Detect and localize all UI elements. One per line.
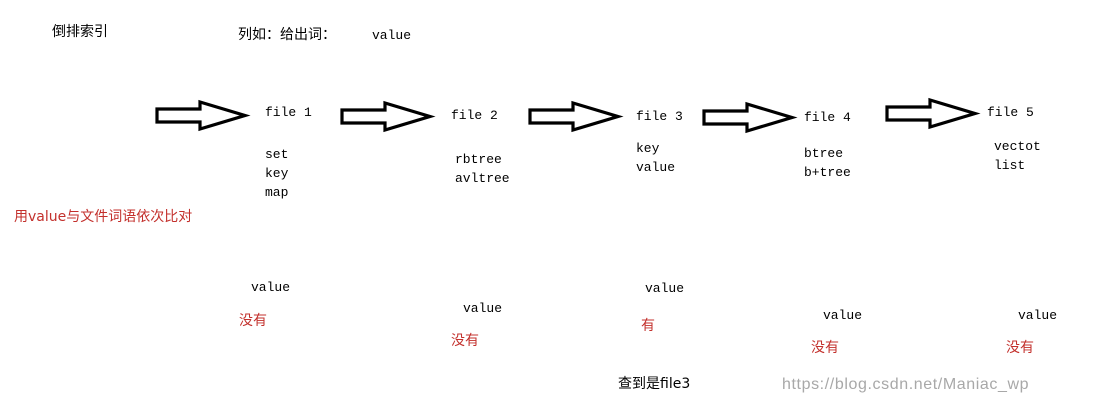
- arrow-to-file-2: [340, 100, 436, 133]
- arrow-to-file-4: [702, 101, 798, 134]
- file-5-name: file 5: [987, 105, 1034, 120]
- file-1-name: file 1: [265, 105, 312, 120]
- file-2-query: value: [463, 301, 503, 316]
- file-5-query: value: [1018, 308, 1058, 323]
- file-2-result: 没有: [451, 333, 479, 349]
- arrow-to-file-5: [885, 97, 981, 130]
- arrow-to-file-1: [155, 99, 251, 132]
- file-2-name: file 2: [451, 108, 498, 123]
- file-1-result: 没有: [239, 313, 267, 329]
- file-5-result: 没有: [1006, 340, 1034, 356]
- file-4-result: 没有: [811, 340, 839, 356]
- file-1-word: key: [265, 166, 289, 181]
- file-2-word: avltree: [455, 171, 510, 186]
- file-1-query: value: [251, 280, 291, 295]
- file-1-word: set: [265, 147, 289, 162]
- file-3-result: 有: [641, 318, 655, 334]
- file-3-name: file 3: [636, 109, 683, 124]
- file-3-word: value: [636, 160, 676, 175]
- file-1-word: map: [265, 185, 289, 200]
- file-4-word: b+tree: [804, 165, 851, 180]
- file-4-name: file 4: [804, 110, 851, 125]
- arrow-to-file-3: [528, 100, 624, 133]
- search-conclusion: 查到是file3: [618, 376, 691, 392]
- file-3-word: key: [636, 141, 660, 156]
- example-word: value: [372, 28, 412, 43]
- file-4-word: btree: [804, 146, 844, 161]
- file-4-query: value: [823, 308, 863, 323]
- watermark: https://blog.csdn.net/Maniac_wp: [782, 376, 1030, 393]
- file-3-query: value: [645, 281, 685, 296]
- example-label: 列如：给出词：: [238, 27, 336, 43]
- comparison-instruction: 用value与文件词语依次比对: [14, 209, 193, 225]
- file-5-word: vectot: [994, 139, 1041, 154]
- file-2-word: rbtree: [455, 152, 502, 167]
- diagram-title: 倒排索引: [52, 24, 108, 40]
- file-5-word: list: [994, 158, 1026, 173]
